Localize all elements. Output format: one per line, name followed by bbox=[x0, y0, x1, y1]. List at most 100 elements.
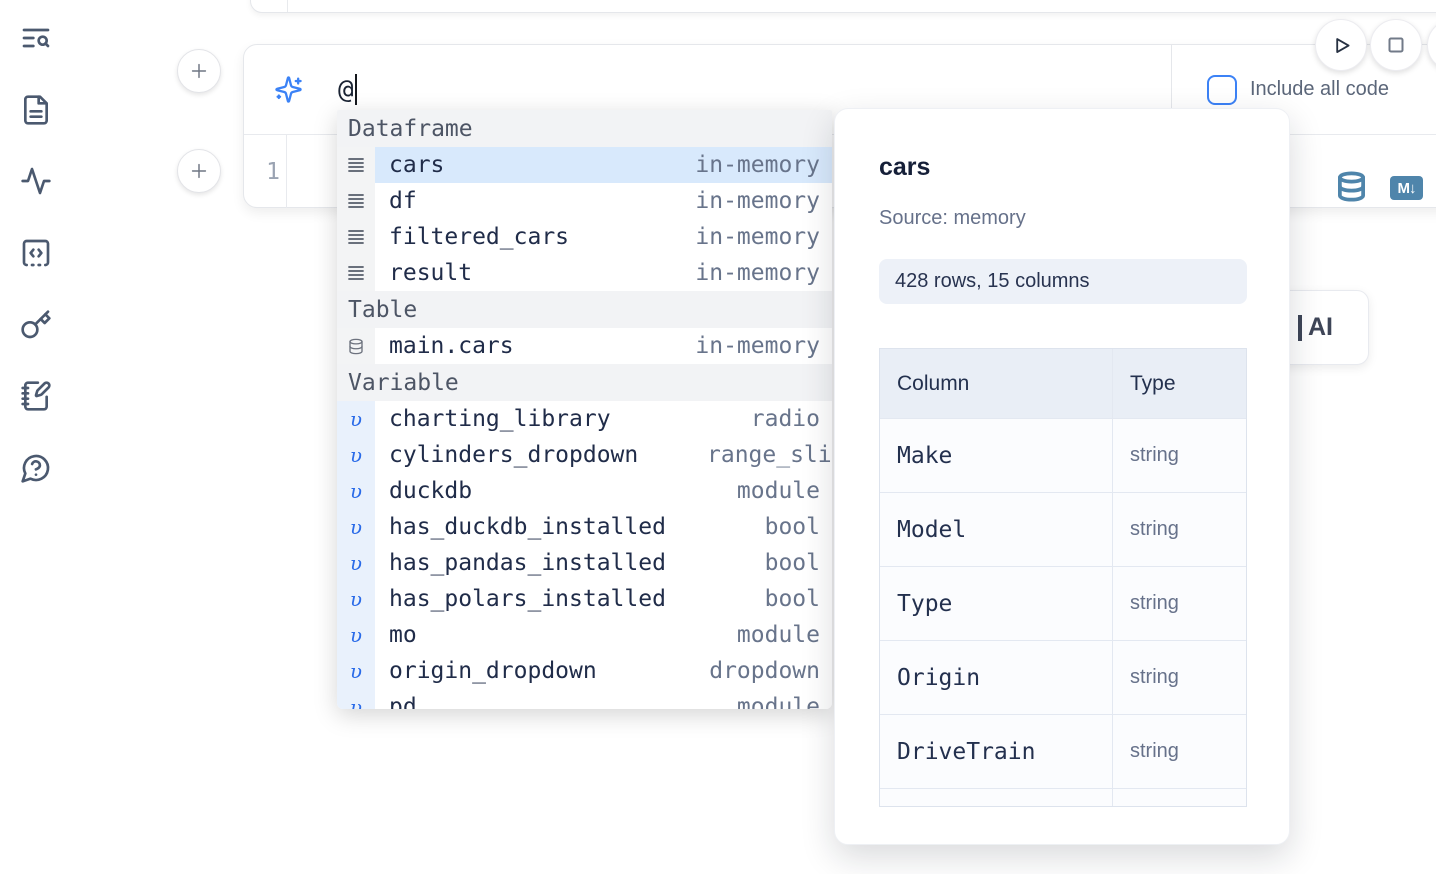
item-type: in-memory bbox=[695, 188, 820, 214]
preview-source: Source: memory bbox=[879, 207, 1026, 229]
text-search-icon[interactable] bbox=[20, 22, 52, 54]
run-cell-button[interactable] bbox=[1315, 19, 1367, 71]
activity-icon[interactable] bbox=[20, 165, 52, 197]
autocomplete-item[interactable]: filtered_cars in-memory bbox=[337, 219, 832, 255]
variable-icon: υ bbox=[337, 473, 375, 509]
include-all-code-checkbox[interactable] bbox=[1207, 74, 1237, 105]
autocomplete-item[interactable]: main.cars in-memory bbox=[337, 328, 832, 364]
text-cursor bbox=[354, 74, 358, 105]
autocomplete-item[interactable]: υ cylinders_dropdown range_slider bbox=[337, 437, 832, 473]
autocomplete-item[interactable]: result in-memory bbox=[337, 255, 832, 291]
table-header-row: Column Type bbox=[880, 349, 1246, 419]
previous-cell-edge bbox=[250, 0, 1436, 13]
markdown-export-icon[interactable]: M↓ bbox=[1390, 176, 1423, 200]
shape-badge: 428 rows, 15 columns bbox=[879, 259, 1247, 304]
column-type-cell bbox=[1113, 789, 1246, 806]
type-header: Type bbox=[1130, 371, 1176, 395]
table-icon bbox=[337, 328, 375, 364]
item-name: origin_dropdown bbox=[389, 658, 597, 684]
item-name: has_duckdb_installed bbox=[389, 514, 666, 540]
item-type: in-memory bbox=[695, 260, 820, 286]
variable-icon: υ bbox=[337, 545, 375, 581]
autocomplete-section-header: Variable bbox=[337, 364, 832, 401]
add-cell-above-button[interactable] bbox=[177, 49, 221, 93]
item-type: bool bbox=[764, 586, 820, 612]
schema-table: Column Type Make string Model string Typ… bbox=[879, 348, 1247, 807]
ai-button-label: AI bbox=[1308, 313, 1333, 341]
dataframe-icon bbox=[337, 147, 375, 183]
variable-icon: υ bbox=[337, 617, 375, 653]
column-type-cell: string bbox=[1130, 592, 1179, 614]
autocomplete-item[interactable]: υ has_pandas_installed bool bbox=[337, 545, 832, 581]
key-icon[interactable] bbox=[20, 309, 52, 341]
column-type-cell: string bbox=[1130, 518, 1179, 540]
table-row: DriveTrain string bbox=[880, 715, 1246, 789]
dataframe-icon bbox=[337, 219, 375, 255]
item-type: module bbox=[736, 622, 820, 648]
database-icon[interactable] bbox=[1336, 169, 1367, 204]
table-row: Model string bbox=[880, 493, 1246, 567]
column-name-cell bbox=[880, 789, 1113, 806]
item-name: df bbox=[389, 188, 417, 214]
line-number: 1 bbox=[266, 158, 280, 185]
item-type: range_slider bbox=[707, 442, 832, 468]
column-header: Column bbox=[880, 349, 1113, 418]
dataframe-icon bbox=[337, 255, 375, 291]
column-name-cell: DriveTrain bbox=[880, 715, 1113, 788]
column-type-cell: string bbox=[1130, 666, 1179, 688]
help-chat-icon[interactable] bbox=[20, 452, 52, 484]
plus-icon bbox=[188, 60, 210, 82]
variable-icon: υ bbox=[337, 653, 375, 689]
variable-icon: υ bbox=[337, 689, 375, 709]
table-row: Origin string bbox=[880, 641, 1246, 715]
item-name: pd bbox=[389, 694, 417, 709]
item-name: mo bbox=[389, 622, 417, 648]
autocomplete-section-header: Table bbox=[337, 291, 832, 328]
notebook-pen-icon[interactable] bbox=[20, 380, 52, 412]
autocomplete-item[interactable]: υ origin_dropdown dropdown bbox=[337, 653, 832, 689]
autocomplete-item[interactable]: υ mo module bbox=[337, 617, 832, 653]
autocomplete-item[interactable]: υ has_polars_installed bool bbox=[337, 581, 832, 617]
document-icon[interactable] bbox=[20, 94, 52, 126]
column-name-cell: Type bbox=[880, 567, 1113, 640]
dataframe-icon bbox=[337, 183, 375, 219]
add-cell-below-button[interactable] bbox=[177, 149, 221, 193]
item-name: main.cars bbox=[389, 333, 514, 359]
autocomplete-item[interactable]: cars in-memory bbox=[337, 147, 832, 183]
item-name: has_polars_installed bbox=[389, 586, 666, 612]
autocomplete-item[interactable]: υ duckdb module bbox=[337, 473, 832, 509]
item-name: result bbox=[389, 260, 473, 286]
autocomplete-item[interactable]: υ has_duckdb_installed bool bbox=[337, 509, 832, 545]
autocomplete-item[interactable]: υ pd module bbox=[337, 689, 832, 709]
include-all-code-option: Include all code bbox=[1172, 45, 1436, 134]
item-type: bool bbox=[764, 550, 820, 576]
preview-title: cars bbox=[879, 153, 931, 181]
item-name: duckdb bbox=[389, 478, 473, 504]
include-all-code-label: Include all code bbox=[1250, 78, 1389, 100]
item-type: dropdown bbox=[709, 658, 820, 684]
stop-icon bbox=[1384, 33, 1408, 57]
stop-cell-button[interactable] bbox=[1370, 19, 1422, 71]
plus-icon bbox=[188, 160, 210, 182]
code-snippets-icon[interactable] bbox=[20, 237, 52, 269]
variable-icon: υ bbox=[337, 581, 375, 617]
ai-prompt-input[interactable]: @ bbox=[338, 74, 358, 105]
autocomplete-dropdown: Dataframe cars in-memory df in-memory fi… bbox=[337, 110, 832, 709]
variable-icon: υ bbox=[337, 401, 375, 437]
item-type: in-memory bbox=[695, 152, 820, 178]
autocomplete-item[interactable]: υ charting_library radio bbox=[337, 401, 832, 437]
variable-icon: υ bbox=[337, 509, 375, 545]
prompt-divider bbox=[1171, 45, 1172, 134]
ai-prompt-row[interactable]: @ bbox=[244, 45, 1436, 134]
item-type: bool bbox=[764, 514, 820, 540]
item-type: radio bbox=[750, 406, 820, 432]
column-type-cell: string bbox=[1130, 740, 1179, 762]
item-name: filtered_cars bbox=[389, 224, 570, 250]
gutter-divider bbox=[286, 135, 287, 208]
column-type-cell: string bbox=[1130, 444, 1179, 466]
item-type: in-memory bbox=[695, 333, 820, 359]
autocomplete-item[interactable]: df in-memory bbox=[337, 183, 832, 219]
clipped-letter-stem bbox=[1298, 315, 1302, 341]
item-name: cylinders_dropdown bbox=[389, 442, 639, 468]
variable-icon: υ bbox=[337, 437, 375, 473]
